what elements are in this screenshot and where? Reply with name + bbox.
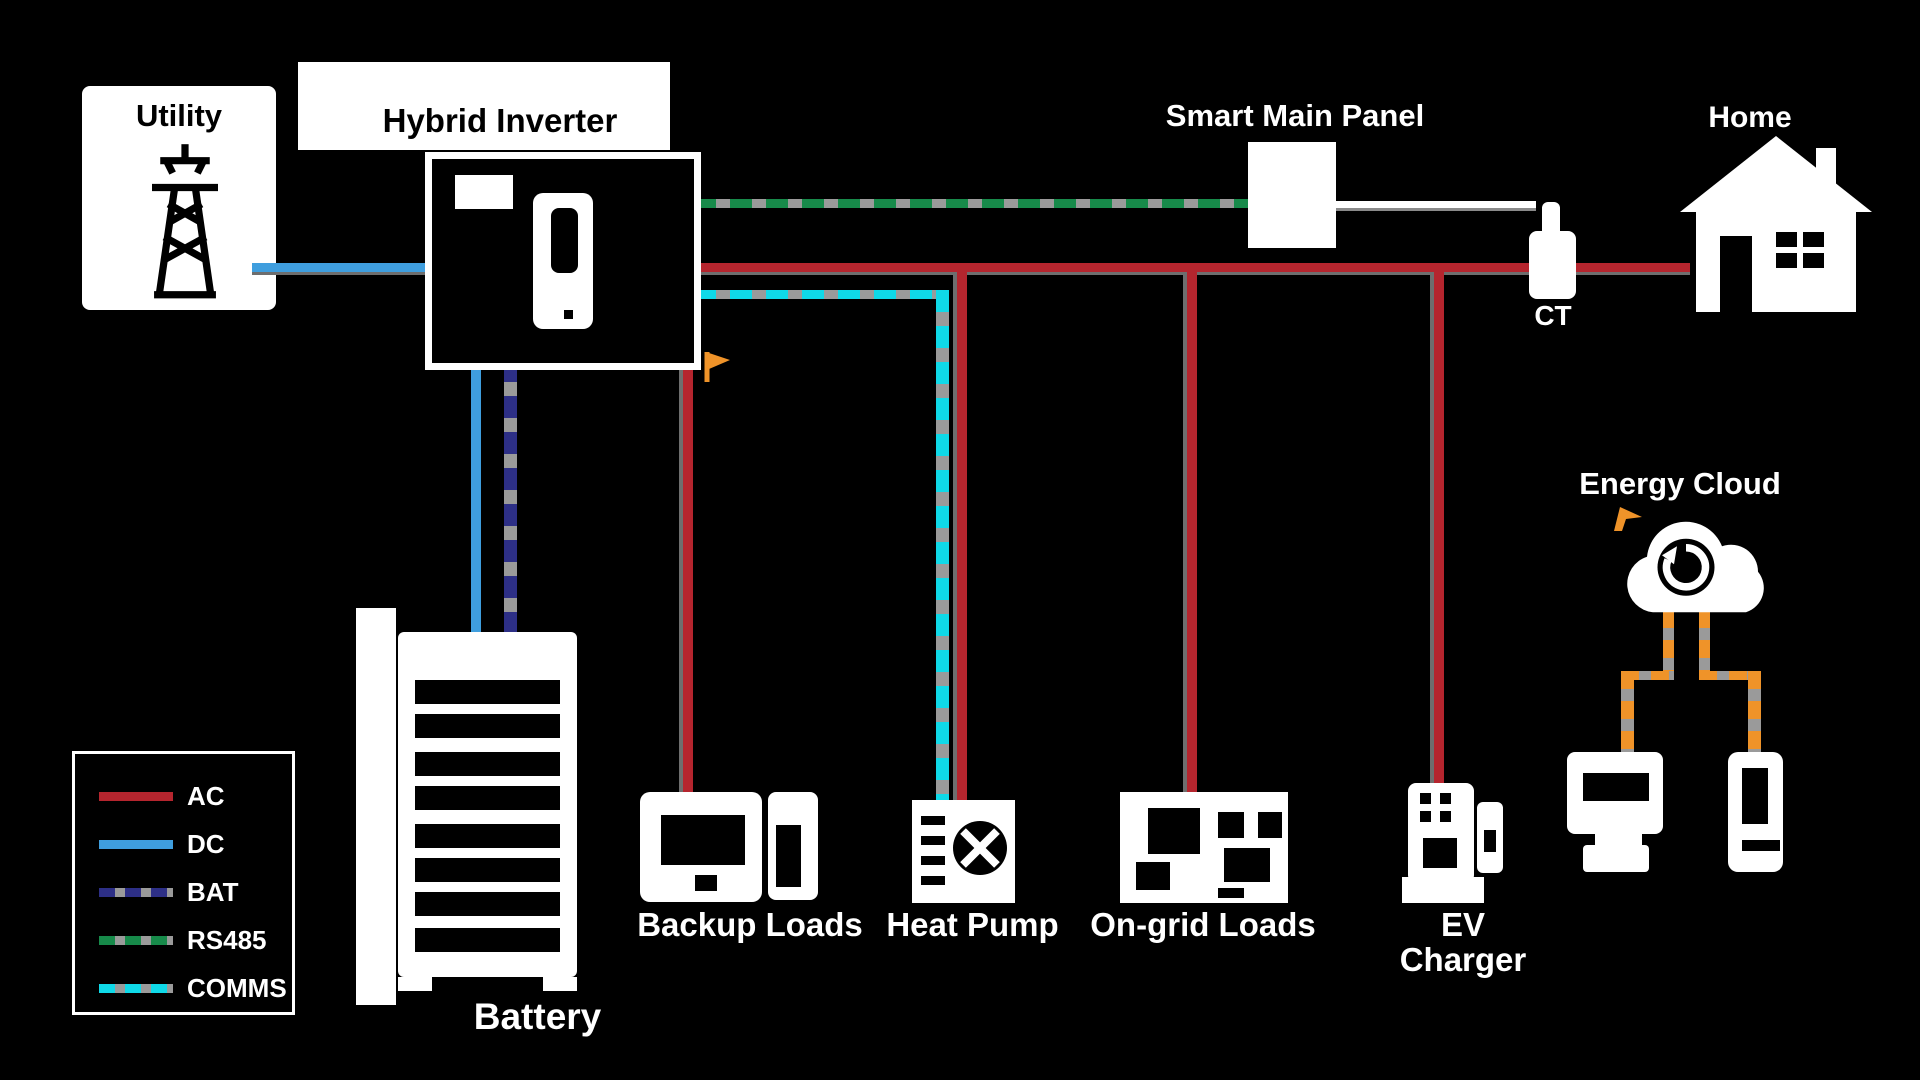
tv-screen [661,815,745,865]
inverter-logo-chip [455,175,513,209]
comm-line-vertical [936,290,949,800]
battery-module [415,786,560,810]
house-icon [1672,132,1882,314]
inverter-title: Hybrid Inverter [382,102,618,139]
battery-module [415,714,560,738]
tv-icon [640,792,762,902]
battery-side-block [356,608,396,1005]
battery-foot [543,977,577,991]
ev-charger-icon [1408,783,1474,883]
legend-label-ac: AC [187,781,225,811]
wireless-drop-phone [1748,671,1761,752]
send-arrow-icon [1612,505,1644,533]
heat-pump-grille [921,816,945,825]
legend-line-comms [99,984,173,993]
phone-button [1742,840,1780,851]
meter-signal-line [1336,201,1536,211]
dc-line-battery [471,360,481,640]
phone-screen [1742,768,1768,824]
wireless-branch-left [1621,671,1674,680]
wireless-drop-monitor [1621,671,1634,757]
legend-label-bat: BAT [187,877,239,907]
legend-label-comms: COMMS [187,973,287,1003]
ev-key [1420,811,1431,822]
legend-label-dc: DC [187,829,225,859]
rs485-line [694,199,1248,208]
legend-label-rs485: RS485 [187,925,267,955]
legend-line-ac [99,792,173,801]
phone-icon [1728,752,1783,872]
heat-pump-label: Heat Pump [886,906,1059,943]
utility-pylon-icon [110,138,260,303]
utility-label: Utility [135,98,223,133]
battery-module [415,858,560,882]
ongrid-loads-label: On-grid Loads [1090,906,1316,943]
main-panel-box [1248,142,1336,248]
utility-line [252,263,428,275]
inverter-screen [551,208,578,273]
cloud-label: Energy Cloud [1579,466,1781,501]
legend-line-rs485 [99,936,173,945]
wireless-stem-right [1699,610,1710,680]
breaker-panel-icon [1120,792,1288,903]
inverter-box [425,152,701,370]
ev-charger-base [1402,877,1484,903]
monitor-stand [1595,832,1642,847]
appliance-slot [776,825,801,887]
ev-key [1420,793,1431,804]
ct-sensor-top [1542,202,1560,236]
bat-comm-line [504,360,517,640]
battery-module [415,680,560,704]
legend-line-dc [99,840,173,849]
legend-line-bat [99,888,173,897]
battery-module [415,824,560,848]
ac-drop-heat-pump [953,272,967,800]
wireless-stem-left [1663,610,1674,680]
battery-module [415,752,560,776]
battery-foot [398,977,432,991]
wireless-branch-right [1699,671,1759,680]
appliance-icon [768,792,818,900]
heat-pump-grille [921,856,945,865]
heat-pump-grille [921,836,945,845]
ac-drop-ev-charger [1430,272,1444,783]
ev-key [1440,793,1451,804]
monitor-screen [1583,773,1649,801]
utility-panel-patch [82,86,276,310]
monitor-base [1583,845,1649,872]
flag-icon [703,350,733,384]
battery-module [415,928,560,952]
ac-drop-ongrid-loads [1183,272,1197,792]
ct-label: CT [1534,300,1572,331]
legend-box: AC DC BAT RS485 COMMS [72,751,295,1015]
tv-stand [695,875,717,891]
home-label: Home [1708,101,1792,134]
inverter-title-patch [298,62,670,150]
comm-line-horizontal [694,290,944,299]
backup-loads-label: Backup Loads [637,906,863,943]
ac-drop-backup-loads [679,360,693,792]
monitor-icon [1567,752,1663,834]
ct-sensor-icon [1529,231,1576,299]
cloud-icon [1608,498,1773,620]
heat-pump-grille [921,876,945,885]
ev-plug [1484,830,1496,852]
battery-icon [398,632,577,977]
inverter-led [564,310,573,319]
ev-plug-holster [1477,802,1503,873]
heat-pump-icon [912,800,1015,903]
battery-module [415,892,560,916]
ev-charger-label: EV Charger [1399,906,1527,978]
battery-label: Battery [473,996,602,1037]
ev-screen [1423,838,1457,868]
ev-key [1440,811,1451,822]
main-panel-label: Smart Main Panel [1165,98,1425,133]
